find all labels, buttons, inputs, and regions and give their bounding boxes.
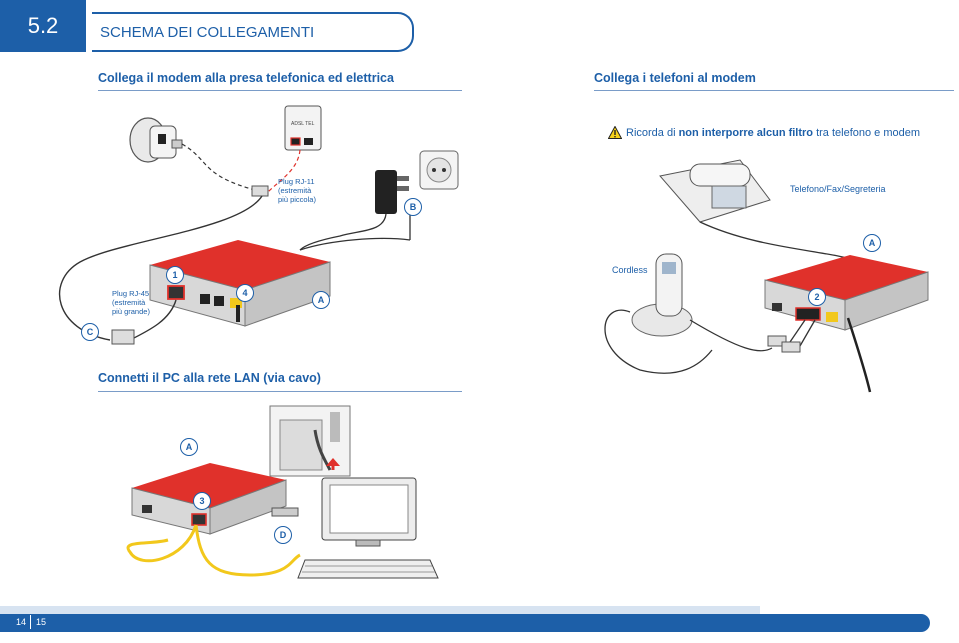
- bottom-section-heading: Connetti il PC alla rete LAN (via cavo): [98, 371, 321, 385]
- badge-a-right: A: [863, 234, 881, 252]
- telefono-label: Telefono/Fax/Segreteria: [790, 184, 886, 194]
- left-section-heading: Collega il modem alla presa telefonica e…: [98, 71, 394, 85]
- badge-4: 4: [236, 284, 254, 302]
- monitor-icon: [321, 477, 417, 547]
- wall-socket-icon: [129, 117, 183, 163]
- power-socket-icon: [419, 150, 459, 190]
- page-number-right: 15: [36, 617, 47, 627]
- cordless-phone-icon: [631, 253, 693, 337]
- modem-icon-right: [764, 255, 929, 331]
- page-title: SCHEMA DEI COLLEGAMENTI: [92, 12, 414, 52]
- badge-c: C: [81, 323, 99, 341]
- footer-strip: [0, 606, 760, 614]
- cordless-label: Cordless: [612, 265, 648, 275]
- modem-icon-bottom: [131, 463, 287, 535]
- power-adapter-icon: [375, 170, 409, 214]
- badge-3: 3: [193, 492, 211, 510]
- warning-icon: [607, 125, 623, 139]
- section-number: 5.2: [0, 0, 86, 52]
- badge-d: D: [274, 526, 292, 544]
- keyboard-icon: [297, 559, 439, 579]
- bottom-heading-rule: [98, 391, 462, 392]
- warning-text: Ricorda di non interporre alcun filtro t…: [626, 127, 921, 139]
- badge-b: B: [404, 198, 422, 216]
- right-heading-rule: [594, 90, 954, 91]
- right-section-heading: Collega i telefoni al modem: [594, 71, 756, 85]
- left-heading-rule: [98, 90, 462, 91]
- page-number-left: 14: [16, 617, 27, 627]
- badge-a-bottom: A: [180, 438, 198, 456]
- badge-1: 1: [166, 266, 184, 284]
- adsl-tel-label: ADSL TEL: [291, 121, 315, 127]
- page-divider: [30, 615, 31, 629]
- splitter-icon: [284, 105, 322, 151]
- badge-a-left: A: [312, 291, 330, 309]
- footer-bar: [0, 614, 930, 632]
- desk-phone-icon: [659, 159, 771, 223]
- badge-2: 2: [808, 288, 826, 306]
